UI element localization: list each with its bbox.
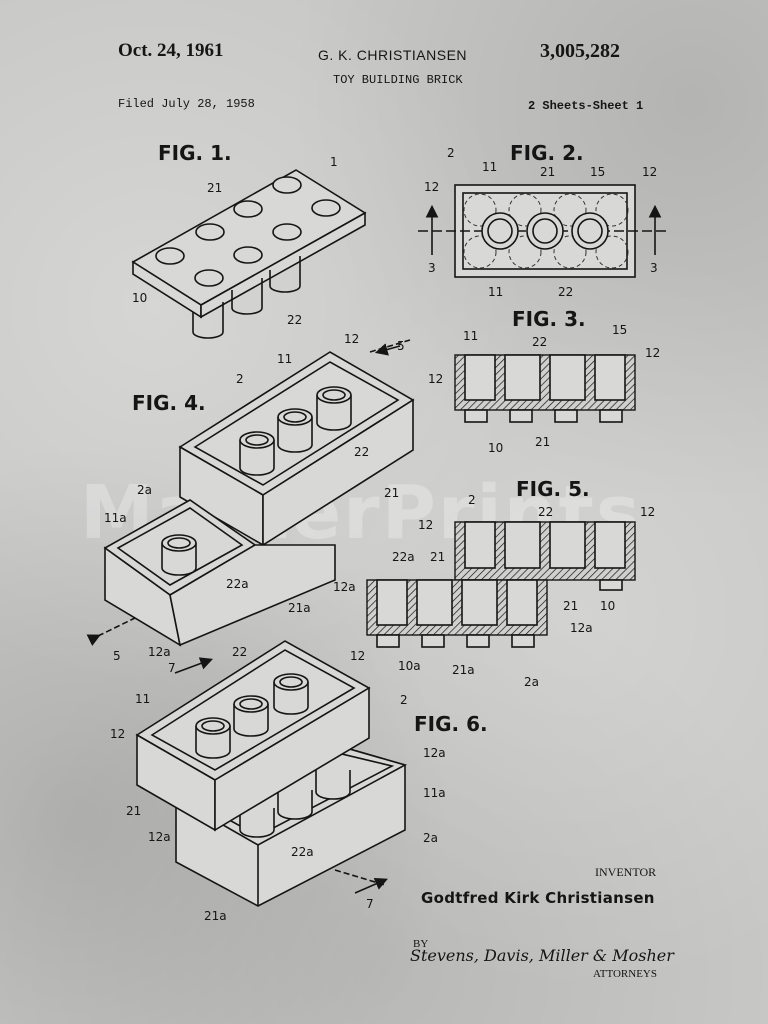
fig6-label: FIG. 6. <box>414 712 488 736</box>
ref-12-fig5-right: 12 <box>640 505 655 519</box>
fig4-bricks <box>86 339 415 647</box>
ref-22a-fig5: 22a <box>392 550 415 564</box>
ref-11-fig6: 11 <box>135 692 150 706</box>
ref-2a-fig5: 2a <box>524 675 539 689</box>
patent-date: Oct. 24, 1961 <box>118 40 224 61</box>
ref-21-fig6: 21 <box>126 804 141 818</box>
ref-12-fig6-left: 12 <box>110 727 125 741</box>
ref-11-fig4: 11 <box>277 352 292 366</box>
ref-7-top: 7 <box>168 661 176 675</box>
ref-2-fig5: 2 <box>468 493 476 507</box>
filed-date: Filed July 28, 1958 <box>118 97 255 111</box>
ref-22-fig4: 22 <box>354 445 369 459</box>
inventor-header: G. K. CHRISTIANSEN <box>318 47 468 63</box>
fig2-top-view <box>418 184 668 278</box>
ref-3-right: 3 <box>650 261 658 275</box>
ref-12a-fig5-right: 12a <box>570 621 593 635</box>
ref-22a-fig6: 22a <box>291 845 314 859</box>
fig1-label: FIG. 1. <box>158 141 232 165</box>
fig3-label: FIG. 3. <box>512 307 586 331</box>
ref-11a-fig6: 11a <box>423 786 446 800</box>
ref-5-bottom: 5 <box>113 649 121 663</box>
ref-22-fig5: 22 <box>538 505 553 519</box>
ref-11-fig3: 11 <box>463 329 478 343</box>
ref-12a-fig4: 12a <box>148 645 171 659</box>
ref-11-bottom: 11 <box>488 285 503 299</box>
attorneys-label: ATTORNEYS <box>593 968 657 980</box>
ref-10-fig3: 10 <box>488 441 503 455</box>
fig1-plate <box>131 169 367 339</box>
ref-21a-fig4: 21a <box>288 601 311 615</box>
ref-10-fig5: 10 <box>600 599 615 613</box>
ref-22a-fig4: 22a <box>226 577 249 591</box>
patent-title: TOY BUILDING BRICK <box>333 73 463 87</box>
ref-12-fig3-left: 12 <box>428 372 443 386</box>
ref-10: 10 <box>132 291 147 305</box>
fig2-label: FIG. 2. <box>510 141 584 165</box>
ref-12-fig5-left: 12 <box>418 518 433 532</box>
ref-21a-fig6: 21a <box>204 909 227 923</box>
ref-12-right: 12 <box>642 165 657 179</box>
ref-11a-fig4: 11a <box>104 511 127 525</box>
ref-2-fig4: 2 <box>236 372 244 386</box>
ref-15-fig3: 15 <box>612 323 627 337</box>
ref-12-fig3-right: 12 <box>645 346 660 360</box>
ref-12a-fig6-left: 12a <box>148 830 171 844</box>
fig6-bricks <box>135 640 408 907</box>
ref-2a-fig6: 2a <box>423 831 438 845</box>
inventor-name: Godtfred Kirk Christiansen <box>421 889 655 907</box>
ref-22-fig6: 22 <box>232 645 247 659</box>
ref-15: 15 <box>590 165 605 179</box>
fig4-label: FIG. 4. <box>132 391 206 415</box>
ref-2a-fig4: 2a <box>137 483 152 497</box>
ref-2-fig6: 2 <box>400 693 408 707</box>
ref-21: 21 <box>207 181 222 195</box>
sheet-count: 2 Sheets-Sheet 1 <box>528 99 644 113</box>
ref-11: 11 <box>482 160 497 174</box>
ref-21-fig4: 21 <box>384 486 399 500</box>
ref-10a-fig5: 10a <box>398 659 421 673</box>
ref-1: 1 <box>330 155 338 169</box>
ref-5-top: 5 <box>397 339 405 353</box>
by-label: BY <box>413 938 429 950</box>
attorneys-signature: Stevens, Davis, Miller & Mosher <box>410 946 674 965</box>
ref-21-fig2: 21 <box>540 165 555 179</box>
ref-21-fig5: 21 <box>430 550 445 564</box>
ref-22-fig3: 22 <box>532 335 547 349</box>
ref-21a-fig5: 21a <box>452 663 475 677</box>
fig5-label: FIG. 5. <box>516 477 590 501</box>
ref-3-left: 3 <box>428 261 436 275</box>
ref-21-fig3: 21 <box>535 435 550 449</box>
fig3-section <box>454 354 636 423</box>
ref-12-left: 12 <box>424 180 439 194</box>
fig5-section <box>366 521 636 648</box>
ref-22-fig2: 22 <box>558 285 573 299</box>
ref-7-bottom: 7 <box>366 897 374 911</box>
ref-12a-fig5-left: 12a <box>333 580 356 594</box>
ref-12a-fig6-right: 12a <box>423 746 446 760</box>
ref-22: 22 <box>287 313 302 327</box>
patent-number: 3,005,282 <box>540 40 620 62</box>
ref-2: 2 <box>447 146 455 160</box>
ref-12-fig4: 12 <box>344 332 359 346</box>
ref-21-fig5b: 21 <box>563 599 578 613</box>
ref-12-fig6-top: 12 <box>350 649 365 663</box>
inventor-label: INVENTOR <box>595 865 657 879</box>
